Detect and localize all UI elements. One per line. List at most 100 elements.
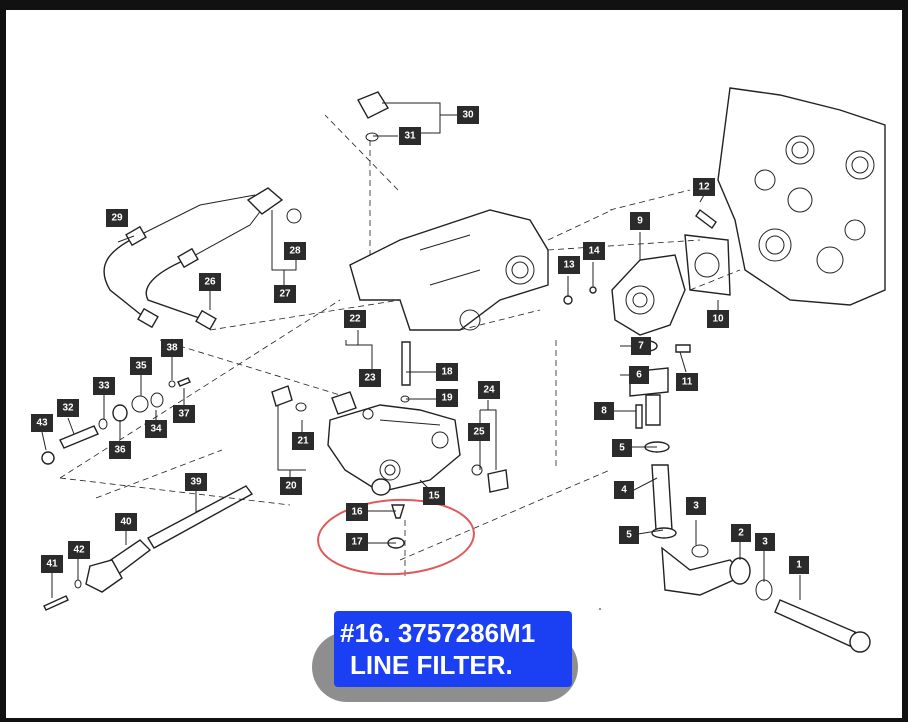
part-label: 29	[106, 209, 128, 227]
part-label: 34	[145, 420, 167, 438]
fittings-left	[41, 377, 191, 465]
svg-text:25: 25	[473, 427, 485, 438]
suction-parts	[629, 340, 871, 653]
part-labels: 1 2 3 3 4 5 5 6 7 8 9 10 11 12 13 14 15 …	[31, 106, 809, 574]
svg-text:36: 36	[114, 445, 126, 456]
svg-text:13: 13	[563, 260, 575, 271]
part-label: 24	[478, 381, 500, 399]
svg-text:27: 27	[279, 289, 291, 300]
svg-text:4: 4	[621, 485, 627, 496]
part-label: 1	[789, 556, 809, 574]
caption-part-number: #16. 3757286M1	[340, 618, 536, 648]
caption-part-name: LINE FILTER.	[350, 650, 513, 680]
svg-text:28: 28	[289, 246, 301, 257]
left-border	[0, 0, 6, 722]
part-label: 10	[707, 310, 729, 328]
svg-text:19: 19	[441, 393, 453, 404]
part-label: 19	[436, 389, 458, 407]
part-caption-box: #16. 3757286M1 LINE FILTER.	[334, 611, 572, 687]
svg-text:21: 21	[297, 436, 309, 447]
hydraulic-cover	[349, 209, 549, 331]
part-label: 23	[359, 369, 381, 387]
pump-unit	[611, 234, 731, 336]
hydraulic-pipes	[103, 194, 266, 331]
svg-text:24: 24	[483, 385, 495, 396]
svg-text:10: 10	[712, 314, 724, 325]
svg-text:9: 9	[637, 216, 643, 227]
svg-text:5: 5	[626, 530, 632, 541]
svg-text:43: 43	[36, 418, 48, 429]
svg-text:33: 33	[98, 381, 110, 392]
part-label: 3	[755, 533, 775, 551]
svg-text:16: 16	[351, 507, 363, 518]
part-label: 26	[199, 273, 221, 291]
part-label: 3	[686, 497, 706, 515]
svg-text:31: 31	[404, 131, 416, 142]
top-border	[0, 0, 908, 10]
svg-text:3: 3	[762, 537, 768, 548]
svg-text:14: 14	[588, 246, 600, 257]
valve-assembly	[327, 404, 461, 493]
part-label: 30	[457, 106, 479, 124]
bottom-border	[0, 718, 908, 722]
part-label: 20	[280, 477, 302, 495]
svg-text:17: 17	[351, 537, 363, 548]
part-label: 28	[284, 242, 306, 260]
part-label: 37	[173, 405, 195, 423]
part-label: 32	[57, 399, 79, 417]
fittings-top	[246, 91, 390, 224]
right-border	[902, 0, 908, 722]
highlight-ellipse	[317, 498, 475, 576]
svg-text:3: 3	[693, 501, 699, 512]
svg-text:37: 37	[178, 409, 190, 420]
part-label: 6	[629, 366, 649, 384]
part-label: 27	[274, 285, 296, 303]
svg-text:15: 15	[428, 491, 440, 502]
svg-text:2: 2	[738, 528, 744, 539]
part-label: 33	[93, 377, 115, 395]
shaft-parts	[43, 485, 254, 611]
part-label: 38	[161, 339, 183, 357]
part-label: 11	[676, 373, 698, 391]
transmission-housing	[717, 87, 886, 306]
part-label: 40	[115, 513, 137, 531]
svg-text:39: 39	[190, 477, 202, 488]
part-label: 14	[583, 242, 605, 260]
svg-text:42: 42	[73, 545, 85, 556]
svg-text:5: 5	[619, 443, 625, 454]
part-label: 13	[558, 256, 580, 274]
svg-text:8: 8	[601, 406, 607, 417]
svg-text:38: 38	[166, 343, 178, 354]
part-label: 4	[614, 481, 634, 499]
part-label: 8	[594, 402, 614, 420]
svg-text:23: 23	[364, 373, 376, 384]
svg-text:29: 29	[111, 213, 123, 224]
svg-text:6: 6	[636, 370, 642, 381]
part-label: 25	[468, 423, 490, 441]
svg-text:35: 35	[135, 361, 147, 372]
part-label: 7	[631, 337, 651, 355]
svg-text:32: 32	[62, 403, 74, 414]
svg-text:7: 7	[638, 341, 644, 352]
part-label: 22	[344, 310, 366, 328]
svg-text:30: 30	[462, 110, 474, 121]
part-label: 43	[31, 414, 53, 432]
part-label: 16	[346, 503, 368, 521]
part-label: 39	[185, 473, 207, 491]
part-label: 5	[619, 526, 639, 544]
part-label: 12	[693, 178, 715, 196]
part-label: 5	[612, 439, 632, 457]
part-label: 9	[630, 212, 650, 230]
part-label: 36	[109, 441, 131, 459]
part-label: 21	[292, 432, 314, 450]
svg-text:1: 1	[796, 560, 802, 571]
part-label: 35	[130, 357, 152, 375]
svg-text:34: 34	[150, 424, 162, 435]
part-label: 15	[423, 487, 445, 505]
svg-text:20: 20	[285, 481, 297, 492]
leader-lines	[41, 102, 801, 610]
part-label: 2	[731, 524, 751, 542]
svg-text:11: 11	[682, 377, 693, 388]
